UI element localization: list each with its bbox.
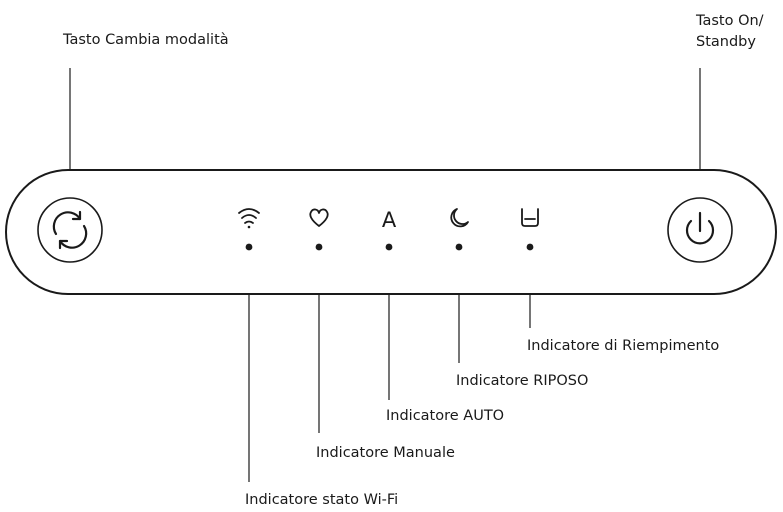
wifi-indicator-label: Indicatore stato Wi-Fi — [245, 492, 399, 508]
heart-icon — [309, 208, 329, 227]
sleep-indicator-label: Indicatore RIPOSO — [456, 373, 589, 389]
power-button-label-line2: Standby — [696, 34, 756, 50]
manual-indicator-led — [315, 243, 323, 251]
mode-button[interactable] — [37, 197, 103, 263]
power-icon — [685, 211, 715, 245]
auto-indicator-led — [385, 243, 393, 251]
moon-icon — [450, 208, 469, 228]
power-button[interactable] — [667, 197, 733, 263]
letter-a-icon: A — [382, 208, 397, 232]
manual-indicator-label: Indicatore Manuale — [316, 445, 455, 461]
power-button-label-line1: Tasto On/ — [696, 13, 764, 29]
fill-indicator-led — [526, 243, 534, 251]
sleep-indicator-led — [455, 243, 463, 251]
refresh-cycle-icon — [52, 210, 88, 250]
mode-button-label: Tasto Cambia modalità — [63, 32, 229, 48]
auto-indicator-label: Indicatore AUTO — [386, 408, 505, 424]
water-tank-icon — [521, 208, 539, 227]
panel-outline — [5, 169, 777, 295]
wifi-icon — [238, 208, 260, 229]
wifi-indicator-led — [245, 243, 253, 251]
fill-indicator-label: Indicatore di Riempimento — [527, 338, 720, 354]
